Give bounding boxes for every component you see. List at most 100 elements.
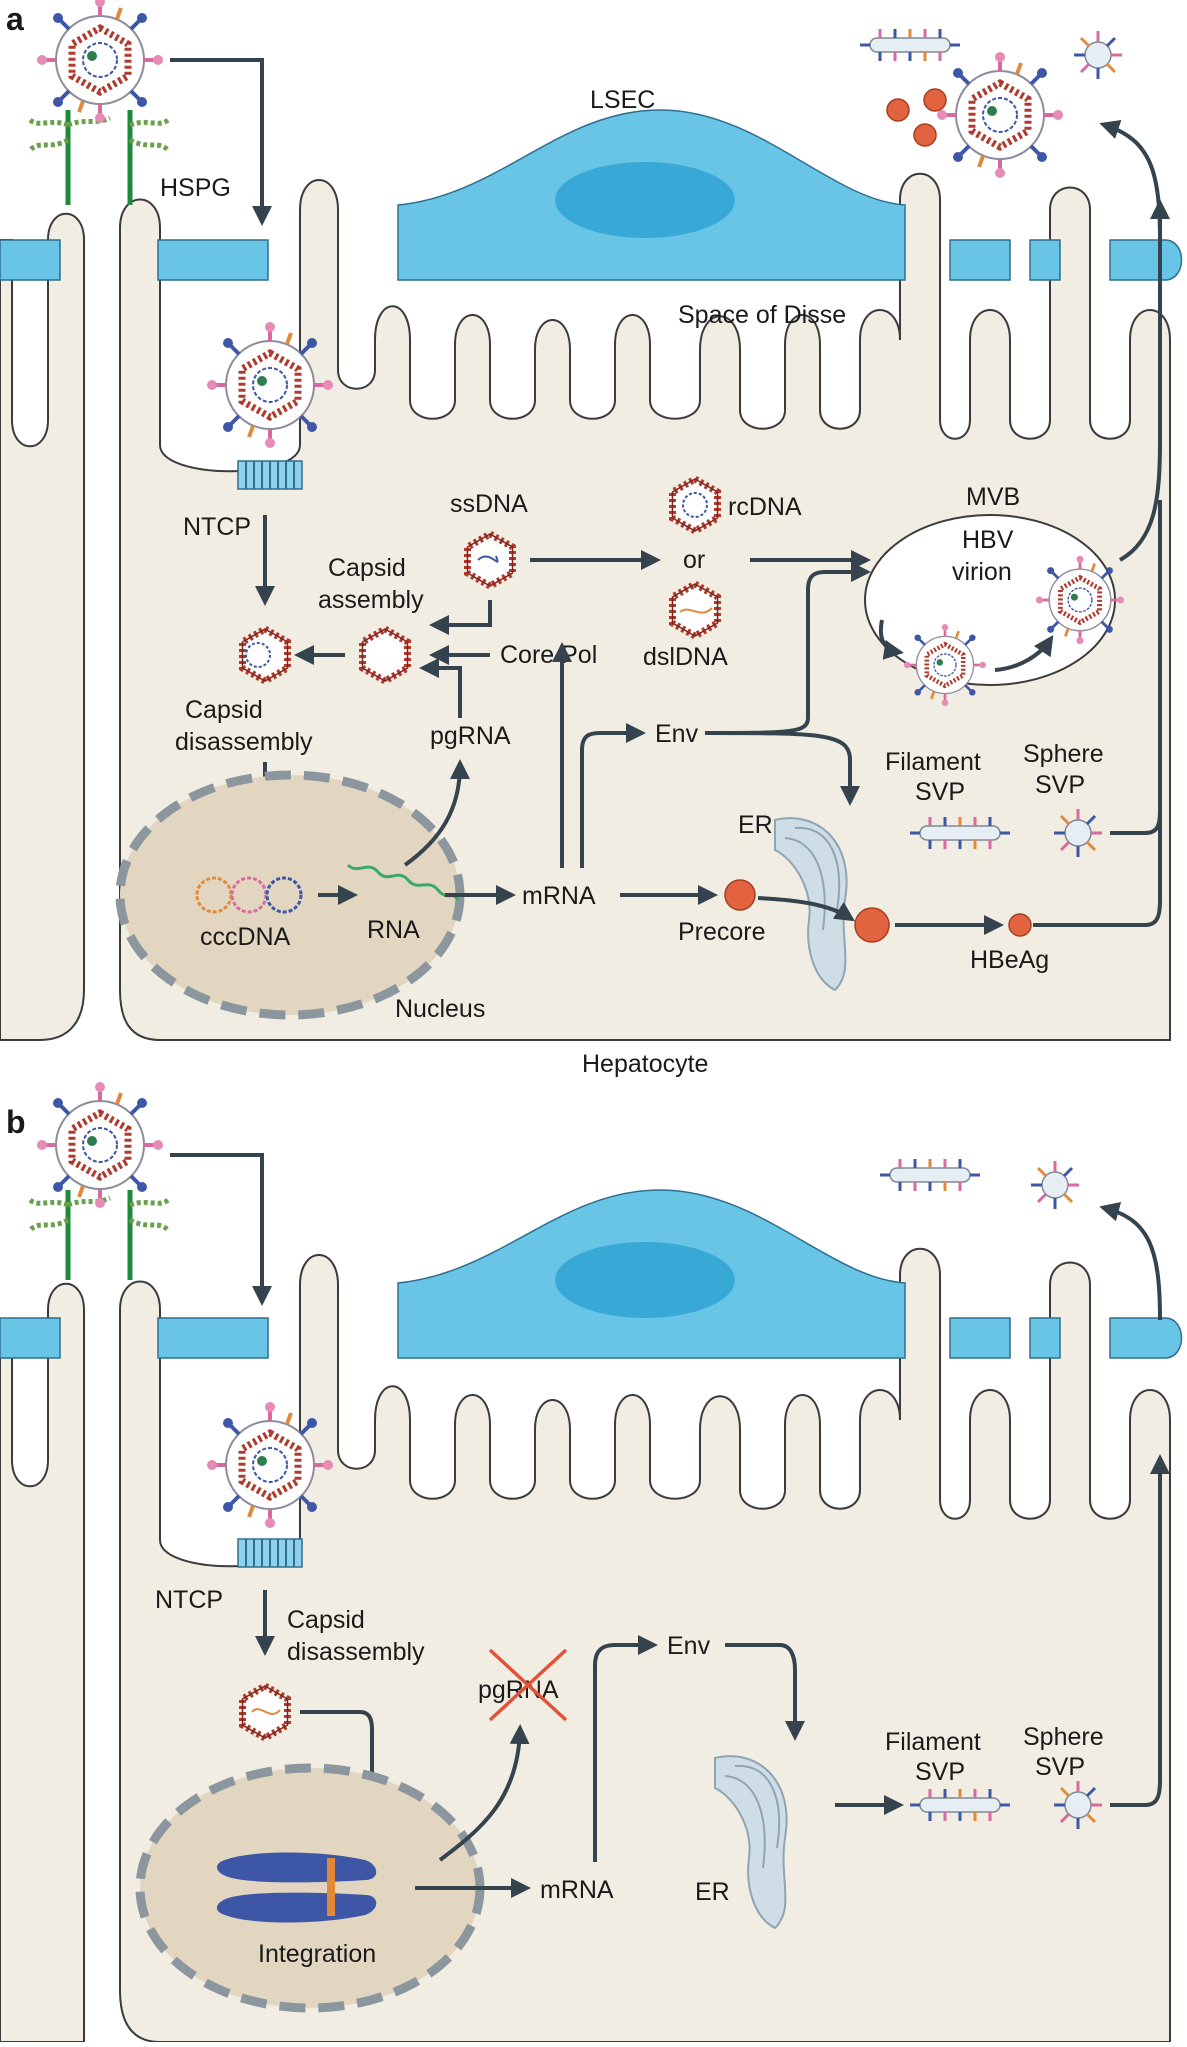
er-label-a: ER xyxy=(738,811,773,839)
precore-label: Precore xyxy=(678,918,766,946)
secreted-sphere-icon xyxy=(1072,29,1124,81)
lsec-bar-3 xyxy=(949,239,1011,281)
env-label: Env xyxy=(655,720,699,748)
hspg-label: HSPG xyxy=(160,174,231,202)
cccdna-icon xyxy=(195,876,303,914)
lsec-bar-1 xyxy=(0,239,61,281)
panel-b-letter: b xyxy=(6,1104,26,1140)
bound-virion-icon xyxy=(207,322,333,448)
rcdna-label: rcDNA xyxy=(728,493,802,521)
secreted-hbeag-3 xyxy=(913,123,937,147)
env-label-b: Env xyxy=(667,1632,711,1660)
mrna-to-env-arrow xyxy=(580,723,646,868)
env-to-er-arrow xyxy=(704,731,860,806)
ntcp-label: NTCP xyxy=(183,513,251,541)
filament-label-2: SVP xyxy=(915,778,965,806)
pgrna-blocked-cross-icon xyxy=(488,1648,568,1722)
budding-virion-icon xyxy=(904,624,986,706)
sphere-label-1: Sphere xyxy=(1023,740,1104,768)
sphere-label-b-2: SVP xyxy=(1035,1753,1085,1781)
capsid-disassembly-label-2: disassembly xyxy=(175,728,313,756)
secretion-arrow-b xyxy=(1099,1201,1162,1321)
er-hbeag-icon xyxy=(854,907,890,943)
panel-a-letter: a xyxy=(6,1,24,37)
mrna-to-env-arrow-b xyxy=(593,1635,658,1862)
pgrna-to-assembly-arrow xyxy=(419,658,462,718)
capsid-disassembly-label-1: Capsid xyxy=(185,696,263,724)
pgrna-label-b: pgRNA xyxy=(478,1676,559,1704)
mvb-virion-icon xyxy=(1036,556,1124,644)
panel-a: a LSEC HSPG Space of Disse NTCP xyxy=(0,0,1183,1078)
secreted-hbeag-2 xyxy=(923,88,947,112)
core-pol-label: Core Pol xyxy=(500,641,597,669)
entry-arrow xyxy=(170,58,272,226)
filament-label-b-2: SVP xyxy=(915,1758,965,1786)
er-label-b: ER xyxy=(695,1878,730,1906)
secreted-filament-b-icon xyxy=(878,1157,982,1193)
lsec-b-bar-1 xyxy=(0,1317,61,1359)
ssdna-to-assembly-arrow xyxy=(429,600,492,635)
cccdna-label: cccDNA xyxy=(200,923,291,951)
sphere-label-b-1: Sphere xyxy=(1023,1723,1104,1751)
mrna-label: mRNA xyxy=(522,882,596,910)
lsec-b-bar-5 xyxy=(1109,1317,1183,1359)
hepatocyte-label: Hepatocyte xyxy=(582,1050,708,1078)
integration-label: Integration xyxy=(258,1940,376,1968)
capsid-assembly-label-2: assembly xyxy=(318,586,424,614)
ntcp-label-b: NTCP xyxy=(155,1586,223,1614)
filament-label-b-1: Filament xyxy=(885,1728,981,1756)
secreted-virion-icon xyxy=(937,52,1063,178)
lsec-b-bar-2 xyxy=(157,1317,269,1359)
nucleus-label: Nucleus xyxy=(395,995,485,1023)
env-to-er-arrow-b xyxy=(725,1643,805,1741)
lsec-nucleus-b xyxy=(555,1242,735,1318)
lsec-bar-4 xyxy=(1029,239,1061,281)
ntcp-receptor-b-icon xyxy=(237,1538,303,1568)
pgrna-label: pgRNA xyxy=(430,722,511,750)
hbeag-icon xyxy=(1008,913,1032,937)
secreted-sphere-b-icon xyxy=(1029,1159,1081,1211)
lsec-b-bar-3 xyxy=(949,1317,1011,1359)
incoming-virion-b-icon xyxy=(37,1082,163,1208)
integration-to-pgrna-arrow xyxy=(438,1724,530,1862)
hbv-label: HBV xyxy=(962,526,1014,554)
filament-label-1: Filament xyxy=(885,748,981,776)
space-of-disse-label: Space of Disse xyxy=(678,301,846,329)
lsec-bar-2 xyxy=(157,239,269,281)
lsec-label: LSEC xyxy=(590,86,655,114)
svp-exit-arrow-b xyxy=(1110,1454,1170,1807)
precore-to-er-arrow xyxy=(757,896,856,922)
precore-icon xyxy=(724,879,756,911)
left-neighbour-cell-b xyxy=(0,1282,85,2043)
rna-label: RNA xyxy=(367,916,420,944)
hbeag-label: HBeAg xyxy=(970,946,1049,974)
chromosome-icon xyxy=(216,1852,377,1923)
capsid-to-nucleus-arrow-b xyxy=(300,1710,382,1846)
capsid-assembly-label-1: Capsid xyxy=(328,554,406,582)
lsec-b-bar-4 xyxy=(1029,1317,1061,1359)
capsid-disassembly-b-label-2: disassembly xyxy=(287,1638,425,1666)
nucleus-a xyxy=(115,770,465,1020)
mvb-label: MVB xyxy=(966,483,1020,511)
secreted-hbeag-1 xyxy=(886,98,910,122)
hspg-glycans xyxy=(28,110,170,205)
or-label: or xyxy=(683,546,705,574)
bound-virion-b-icon xyxy=(207,1402,333,1528)
mvb-exit-arrow xyxy=(1118,199,1170,562)
lsec-bar-5 xyxy=(1109,239,1183,281)
sphere-label-2: SVP xyxy=(1035,771,1085,799)
mrna-label-b: mRNA xyxy=(540,1876,614,1904)
ssdna-label: ssDNA xyxy=(450,490,528,518)
lsec-nucleus xyxy=(555,162,735,238)
left-neighbour-cell xyxy=(0,212,85,1041)
secreted-filament-icon xyxy=(858,27,962,63)
hspg-glycans-b xyxy=(28,1190,170,1280)
virion-label: virion xyxy=(952,558,1012,586)
mvb-internal-arrow xyxy=(994,635,1054,672)
panel-b: b NTCP Capsid disassembly xyxy=(0,1082,1183,2043)
hbeag-exit-path xyxy=(1033,500,1162,927)
sphere-svp-icon xyxy=(1052,807,1104,859)
incoming-virion-icon xyxy=(37,0,163,123)
entry-arrow-b xyxy=(170,1153,272,1306)
